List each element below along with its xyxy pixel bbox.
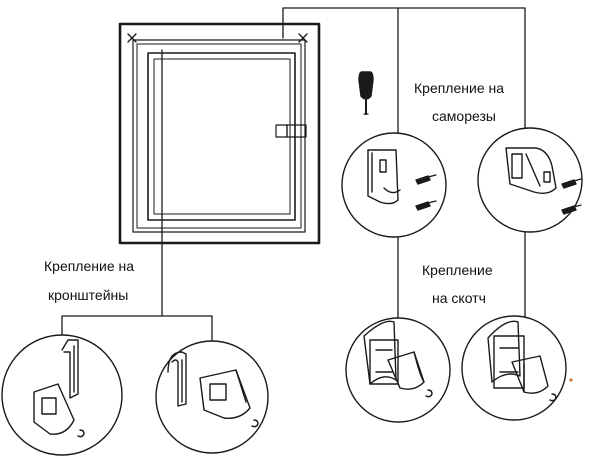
tape-mount-bracket-icon: [345, 317, 451, 423]
screw-mount-bracket-icon: [477, 127, 583, 233]
bracket-mount-label-line1: Крепление на: [44, 258, 135, 274]
screw-mount-bracket-icon: [341, 132, 447, 238]
tape-mount-label-line2: на скотч: [432, 290, 486, 306]
screw-mount-label-line1: Крепление на: [414, 80, 505, 96]
screwdriver-icon: [358, 71, 374, 115]
window-frame-icon: [118, 22, 321, 245]
screw-mount-label-line2: саморезы: [432, 108, 496, 124]
bracket-mount-label-line2: кронштейны: [48, 287, 129, 303]
hook-bracket-icon: [1, 334, 123, 456]
hook-bracket-icon: [155, 340, 269, 454]
tape-mount-bracket-icon: [461, 315, 573, 421]
tape-mount-label-line1: Крепление: [422, 262, 493, 278]
